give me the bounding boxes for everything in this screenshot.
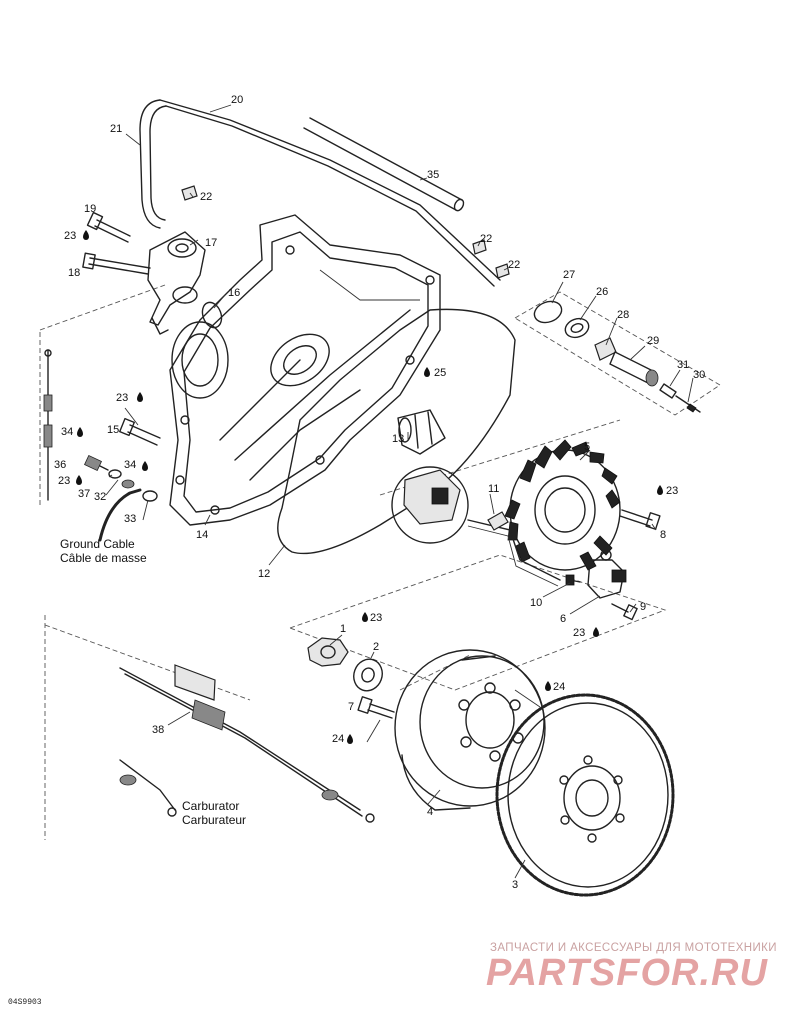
leader-lines bbox=[105, 104, 694, 879]
callout-26: 26 bbox=[596, 286, 608, 298]
callout-23-b: 23 bbox=[116, 392, 128, 404]
callout-19: 19 bbox=[84, 203, 96, 215]
bolt-18 bbox=[82, 252, 151, 275]
washer-2 bbox=[353, 658, 383, 692]
watermark-logo[interactable]: PARTSFOR.RU bbox=[486, 952, 768, 994]
clamps-22 bbox=[181, 185, 510, 279]
carburator-label: Carburator bbox=[182, 799, 239, 813]
callout-24-a: 24 bbox=[553, 681, 565, 693]
callout-30: 30 bbox=[693, 369, 705, 381]
callout-34-a: 34 bbox=[61, 426, 73, 438]
callout-5: 5 bbox=[584, 441, 590, 453]
gasket-12 bbox=[277, 308, 516, 555]
figure-code: 04S9903 bbox=[8, 998, 42, 1007]
callout-6: 6 bbox=[560, 613, 566, 625]
callout-24-b: 24 bbox=[332, 733, 344, 745]
callout-23-f: 23 bbox=[370, 612, 382, 624]
magneto-housing-14 bbox=[169, 214, 441, 526]
ground-cable bbox=[98, 488, 142, 542]
bolt-19 bbox=[86, 211, 131, 243]
wire-30 bbox=[675, 395, 701, 413]
carburator-label-fr: Carburateur bbox=[182, 813, 246, 827]
callout-22-b: 22 bbox=[480, 233, 492, 245]
callout-34-b: 34 bbox=[124, 459, 136, 471]
notes: Ground Cable Câble de masse Carburator C… bbox=[60, 537, 246, 827]
callout-22-c: 22 bbox=[508, 259, 520, 271]
connector-detail bbox=[403, 469, 461, 525]
callout-33: 33 bbox=[124, 513, 136, 525]
adhesive-drop-icons bbox=[76, 230, 663, 744]
watermark-tagline: ЗАПЧАСТИ И АКСЕССУАРЫ ДЛЯ МОТОТЕХНИКИ bbox=[490, 942, 777, 954]
cable-38 bbox=[119, 664, 375, 823]
callout-8: 8 bbox=[660, 529, 666, 541]
nut-1 bbox=[307, 637, 349, 667]
callout-10: 10 bbox=[530, 597, 542, 609]
ground-cable-label: Ground Cable bbox=[60, 537, 135, 551]
callout-25: 25 bbox=[434, 367, 446, 379]
washer-32 bbox=[108, 469, 122, 479]
washer-33 bbox=[142, 490, 158, 502]
grommet-11 bbox=[487, 511, 509, 531]
callout-21: 21 bbox=[110, 123, 122, 135]
callout-11: 11 bbox=[488, 483, 499, 495]
hose-20 bbox=[159, 99, 501, 287]
callout-14: 14 bbox=[196, 529, 208, 541]
bolt-15 bbox=[119, 417, 161, 446]
o-ring-16 bbox=[201, 301, 223, 329]
spacer-26 bbox=[564, 317, 590, 339]
screw-8 bbox=[619, 509, 661, 530]
vertical-cable bbox=[43, 349, 53, 501]
callout-23-d: 23 bbox=[666, 485, 678, 497]
stud-36 bbox=[84, 454, 109, 472]
callout-22-a: 22 bbox=[200, 191, 212, 203]
callout-23-e: 23 bbox=[573, 627, 585, 639]
callout-36: 36 bbox=[54, 459, 66, 471]
callout-13: 13 bbox=[392, 433, 404, 445]
pickup-13 bbox=[397, 409, 446, 455]
callout-37: 37 bbox=[78, 488, 90, 500]
callout-7: 7 bbox=[348, 701, 354, 713]
bolt-7 bbox=[357, 696, 395, 719]
callout-18: 18 bbox=[68, 267, 80, 279]
clip-31 bbox=[659, 383, 677, 399]
o-ring-27 bbox=[533, 300, 563, 324]
callout-3: 3 bbox=[512, 879, 518, 891]
callout-31: 31 bbox=[677, 359, 689, 371]
callout-35: 35 bbox=[427, 169, 439, 181]
callout-15: 15 bbox=[107, 424, 119, 436]
callout-32: 32 bbox=[94, 491, 106, 503]
callout-16: 16 bbox=[228, 287, 240, 299]
callout-4: 4 bbox=[427, 806, 433, 818]
callout-38: 38 bbox=[152, 724, 164, 736]
callout-29: 29 bbox=[647, 335, 659, 347]
water-pump-17 bbox=[147, 231, 206, 335]
callout-9: 9 bbox=[640, 601, 646, 613]
ground-cable-label-fr: Câble de masse bbox=[60, 551, 147, 565]
callout-17: 17 bbox=[205, 237, 217, 249]
callout-23-a: 23 bbox=[64, 230, 76, 242]
screw-10 bbox=[565, 574, 581, 586]
hose-21 bbox=[139, 99, 167, 229]
callout-numbers: 20 21 35 22 19 23 17 22 22 18 27 16 26 2… bbox=[54, 94, 705, 891]
callout-28: 28 bbox=[617, 309, 629, 321]
hose-35 bbox=[303, 117, 465, 212]
callout-12: 12 bbox=[258, 568, 270, 580]
detail-circle bbox=[391, 466, 469, 544]
ring-gear-3 bbox=[495, 693, 675, 897]
trigger-6 bbox=[587, 549, 627, 599]
nut-37 bbox=[121, 479, 135, 489]
callout-2: 2 bbox=[373, 641, 379, 653]
callout-23-c: 23 bbox=[58, 475, 70, 487]
callout-20: 20 bbox=[231, 94, 243, 106]
sensor-29 bbox=[609, 351, 659, 387]
screw-9 bbox=[611, 603, 638, 621]
flywheel-4 bbox=[394, 649, 546, 811]
stator-5 bbox=[467, 439, 621, 587]
callout-27: 27 bbox=[563, 269, 575, 281]
callout-1: 1 bbox=[340, 623, 346, 635]
